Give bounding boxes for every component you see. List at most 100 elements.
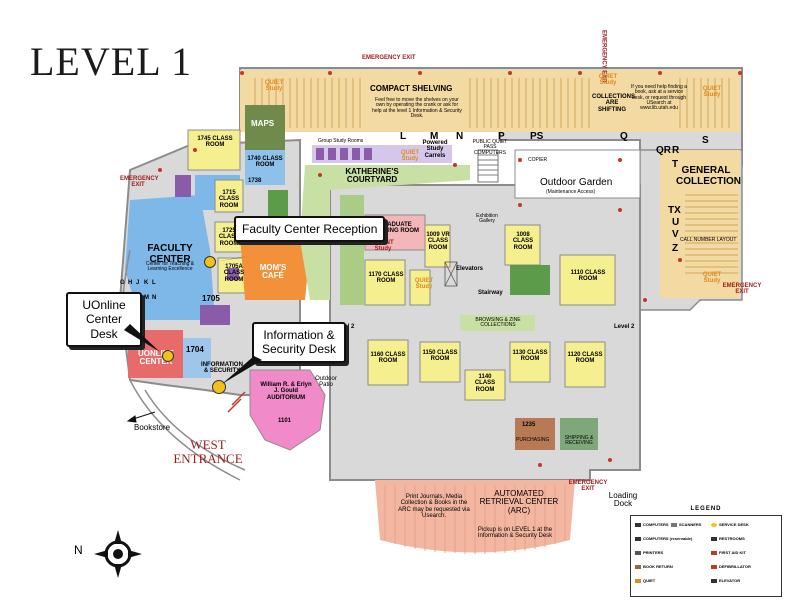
room-1140 xyxy=(464,369,506,401)
collections-shifting-label: COLLECTIONS ARE SHIFTING xyxy=(592,94,635,113)
legend-item-scanners: SCANNERS xyxy=(671,522,701,527)
left-letter-m: M xyxy=(144,295,149,301)
room-1160 xyxy=(367,339,409,386)
room-1009-label: 1009 VR CLASS ROOM xyxy=(426,232,450,251)
browsing-area xyxy=(460,315,535,331)
room-1120-label: 1120 CLASS ROOM xyxy=(567,352,603,365)
book-return-icon xyxy=(635,564,641,569)
general-collection-label: GENERAL COLLECTION xyxy=(676,165,741,187)
first-aid-icon xyxy=(711,550,717,555)
compact-shelving-area xyxy=(240,70,740,132)
room-1130 xyxy=(509,341,551,383)
moms-cafe-label: MOM'S CAFÉ xyxy=(259,263,287,281)
left-letter-l: L xyxy=(152,280,156,286)
shipping-area xyxy=(560,418,598,450)
maps-label: MAPS xyxy=(251,119,275,128)
stair-green xyxy=(510,265,550,295)
stack-letter-q: Q xyxy=(620,131,628,142)
level2-right-label: Level 2 xyxy=(614,324,635,330)
room-1009 xyxy=(424,224,451,268)
outdoor-garden-label: Outdoor Garden xyxy=(540,177,613,188)
left-letter-k: K xyxy=(144,280,149,286)
public-computers-label: PUBLIC QUIET PASS COMPUTERS xyxy=(472,139,508,156)
audio-studio xyxy=(200,305,230,325)
legend: LEGEND COMPUTERS COMPUTERS (reservable) … xyxy=(630,506,782,597)
stairs xyxy=(444,149,499,287)
uonline-desk-marker[interactable] xyxy=(162,350,174,362)
purple-room-left xyxy=(175,175,191,197)
room-1725-label: 1725 CLASS ROOM xyxy=(218,228,240,247)
quiet-study-center xyxy=(409,269,431,306)
faculty-center-sub: Center for Teaching & Learning Excellenc… xyxy=(145,261,195,273)
faculty-desk-marker[interactable] xyxy=(204,256,216,268)
stack-letter-p: P xyxy=(498,131,505,142)
info-desk-marker[interactable] xyxy=(212,380,226,394)
group-study-label: Group Study Rooms xyxy=(318,138,364,144)
stack-letter-u: U xyxy=(672,217,680,228)
scanner-icon xyxy=(671,522,677,527)
call-number-label: CALL NUMBER LAYOUT xyxy=(680,237,737,243)
auditorium-number: 1101 xyxy=(278,418,292,424)
room-1120 xyxy=(564,341,606,388)
room-1740 xyxy=(245,150,285,185)
graduate-reading-label: GRADUATE READING ROOM xyxy=(371,222,419,235)
left-letter-j: J xyxy=(136,280,140,286)
quiet-study-center-label: QUIET Study xyxy=(414,278,434,291)
room-1704 xyxy=(183,338,211,378)
shipping-label: SHIPPING & RECEIVING xyxy=(564,435,594,447)
quiet-study-right: QUIET Study xyxy=(702,272,722,285)
room-1715-label: 1715 CLASS ROOM xyxy=(218,190,240,209)
stack-letter-s: S xyxy=(702,135,709,146)
outdoor-patio-label: Outdoor Patio xyxy=(315,376,337,389)
exhibition-gallery-label: Exhibition Gallery xyxy=(476,213,498,225)
callout-uonline-desk[interactable]: UOnline Center Desk xyxy=(66,292,142,348)
copier-label: COPIER xyxy=(528,157,548,163)
room-1715 xyxy=(214,179,244,213)
courtyard-label: KATHERINE'S COURTYARD xyxy=(345,167,399,185)
legend-title: LEGEND xyxy=(690,506,722,512)
quiet-study-top-mid: QUIET Study xyxy=(598,74,618,87)
room-1160-label: 1160 CLASS ROOM xyxy=(370,352,406,365)
room-1130-label: 1130 CLASS ROOM xyxy=(512,350,548,363)
courtyard-area xyxy=(300,165,470,300)
exit-right: EMERGENCY EXIT xyxy=(722,283,762,296)
room-1745-label: 1745 CLASS ROOM xyxy=(197,136,233,149)
computer-icon xyxy=(635,522,641,527)
powered-carrels-label: Powered Study Carrels xyxy=(422,140,448,159)
legend-item-restrooms: RESTROOMS xyxy=(711,536,745,541)
room-1738-label: 1738 xyxy=(248,178,262,184)
stack-letter-ps: PS xyxy=(530,131,544,142)
uonline-center-label: UONLINE CENTER xyxy=(138,349,174,367)
room-1008-label: 1008 CLASS ROOM xyxy=(512,232,534,251)
stack-letter-qr: QR xyxy=(656,145,671,156)
service-desk-icon xyxy=(711,522,717,527)
compass-icon xyxy=(94,530,142,578)
callout-faculty-reception[interactable]: Faculty Center Reception xyxy=(234,216,386,243)
arc-pickup: Pickup is on LEVEL 1 at the Information … xyxy=(477,527,553,540)
green-room-left xyxy=(268,190,288,222)
stack-letter-n: N xyxy=(456,131,464,142)
legend-item-elevator: ELEVATOR xyxy=(711,578,740,583)
stack-letter-r: R xyxy=(672,145,680,156)
room-1705a-label: 1705A CLASS ROOM xyxy=(223,264,245,283)
auditorium-area xyxy=(249,369,326,451)
maps-room xyxy=(245,105,285,150)
legend-item-book-return: BOOK RETURN xyxy=(635,564,673,569)
left-letter-n: N xyxy=(152,295,157,301)
browsing-label: BROWSING & ZINE COLLECTIONS xyxy=(475,317,521,329)
room-1150-label: 1150 CLASS ROOM xyxy=(422,350,458,363)
room-1008 xyxy=(504,224,541,266)
room-1150 xyxy=(419,341,461,383)
stack-letter-t: T xyxy=(672,159,679,170)
room-1705-label: 1705 xyxy=(202,294,220,303)
faculty-center-label: FACULTY CENTER xyxy=(147,243,193,265)
room-1110-label: 1110 CLASS ROOM xyxy=(570,270,606,283)
courtyard-garden xyxy=(340,195,364,305)
legend-item-service-desk: SERVICE DESK xyxy=(711,522,749,527)
compact-shelving-note: Feel free to move the shelves on your ow… xyxy=(372,97,462,119)
quiet-icon xyxy=(635,578,641,583)
callout-info-security-desk[interactable]: Information & Security Desk xyxy=(252,322,346,363)
defibrillator-icon xyxy=(711,564,717,569)
exit-vertical: EMERGENCY EXIT xyxy=(600,30,607,84)
